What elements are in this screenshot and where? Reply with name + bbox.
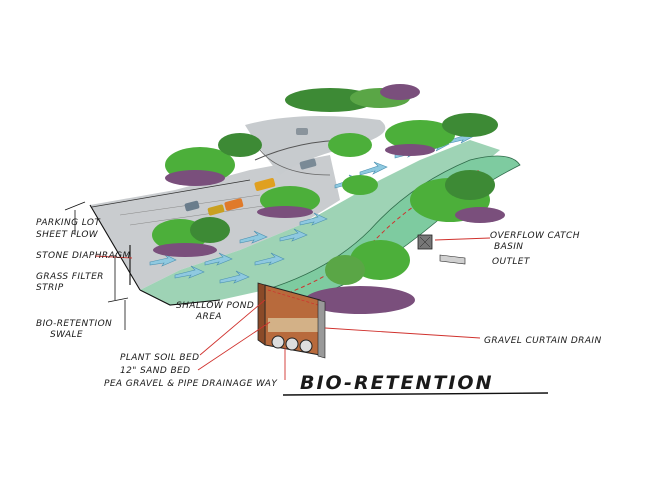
label-grass-filter-line1: GRASS FILTER — [36, 272, 104, 282]
label-parking-lot-line1: PARKING LOT — [36, 218, 101, 228]
label-shallow-pond-line1: SHALLOW POND — [176, 301, 254, 311]
label-overflow-line2: BASIN — [494, 242, 523, 252]
label-outlet: OUTLET — [492, 257, 531, 267]
label-swale-line2: SWALE — [50, 330, 83, 340]
label-plant-soil-bed: PLANT SOIL BED — [120, 353, 199, 363]
label-swale-line1: BIO-RETENTION — [36, 319, 112, 329]
label-parking-lot-line2: SHEET FLOW — [36, 230, 99, 240]
label-gravel-curtain-drain: GRAVEL CURTAIN DRAIN — [484, 336, 602, 346]
label-stone-diaphragm: STONE DIAPHRAGM — [36, 251, 131, 261]
label-shallow-pond-line2: AREA — [195, 312, 222, 322]
label-sand-bed: 12" SAND BED — [120, 366, 190, 376]
label-pea-gravel: PEA GRAVEL & PIPE DRAINAGE WAY — [104, 379, 278, 389]
label-grass-filter-line2: STRIP — [36, 283, 64, 293]
diagram-title: BIO-RETENTION — [300, 372, 493, 394]
label-overflow-line1: OVERFLOW CATCH — [490, 231, 580, 241]
